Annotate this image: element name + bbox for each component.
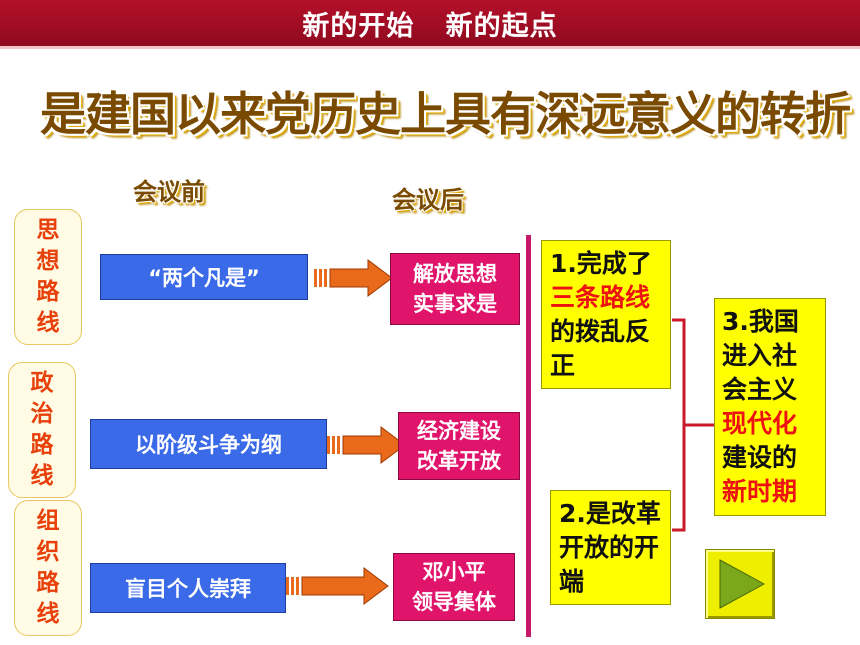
after-text-line: 领导集体: [412, 590, 496, 614]
result-1-suffix: 的拨乱反正: [550, 317, 651, 380]
after-box-politics: 经济建设 改革开放: [398, 412, 520, 480]
before-text: 盲目个人崇拜: [125, 577, 251, 601]
row-label-organization: 组 织 路 线: [14, 500, 82, 636]
row-label-char: 想: [36, 248, 60, 274]
before-box-politics: 以阶级斗争为纲: [90, 419, 327, 469]
result-3-highlight-2: 新时期: [722, 477, 798, 506]
row-label-char: 线: [36, 601, 60, 627]
row-label-char: 路: [36, 279, 60, 305]
after-text-line: 改革开放: [417, 449, 501, 473]
after-box-organization: 邓小平 领导集体: [393, 553, 515, 621]
row-label-char: 路: [30, 432, 54, 458]
before-text: 以阶级斗争为纲: [135, 433, 282, 457]
header-bar: 新的开始 新的起点: [0, 0, 860, 49]
row-label-char: 组: [36, 508, 60, 534]
main-title: 是建国以来党历史上具有深远意义的转折: [40, 87, 851, 141]
row-label-ideology: 思 想 路 线: [14, 209, 82, 345]
row-label-char: 织: [36, 539, 60, 565]
row-label-politics: 政 治 路 线: [8, 362, 76, 498]
after-text-line: 邓小平: [422, 560, 486, 584]
row-label-char: 思: [36, 217, 60, 243]
after-text-line: 经济建设: [417, 419, 501, 443]
play-icon: [719, 559, 766, 609]
header-title: 新的开始 新的起点: [302, 10, 558, 42]
after-text-line: 实事求是: [413, 292, 497, 316]
result-3-prefix: 3.我国进入社会主义: [722, 307, 799, 404]
column-label-before: 会议前: [133, 178, 205, 206]
result-box-2: 2.是改革开放的开端: [550, 490, 671, 605]
next-slide-button[interactable]: [705, 549, 775, 619]
before-text: “两个凡是”: [148, 266, 260, 290]
result-3-middle: 建设的: [722, 443, 798, 472]
divider-line: [526, 235, 531, 637]
right-arrow-icon: [327, 426, 406, 464]
result-box-3: 3.我国进入社会主义现代化建设的新时期: [714, 298, 826, 516]
result-1-highlight: 三条路线: [550, 283, 651, 312]
after-box-ideology: 解放思想 实事求是: [390, 253, 520, 325]
result-2-text: 2.是改革开放的开端: [559, 499, 661, 596]
row-label-char: 治: [30, 401, 54, 427]
result-box-1: 1.完成了三条路线的拨乱反正: [541, 240, 671, 389]
column-label-after: 会议后: [392, 186, 464, 214]
row-label-char: 线: [30, 463, 54, 489]
row-label-char: 线: [36, 310, 60, 336]
bracket-connector: [672, 318, 714, 532]
before-box-ideology: “两个凡是”: [100, 254, 308, 300]
result-3-highlight-1: 现代化: [722, 409, 798, 438]
right-arrow-icon: [314, 259, 393, 297]
after-text-line: 解放思想: [413, 262, 497, 286]
row-label-char: 政: [30, 370, 54, 396]
result-1-prefix: 1.完成了: [550, 249, 652, 278]
row-label-char: 路: [36, 570, 60, 596]
before-box-organization: 盲目个人崇拜: [90, 563, 286, 613]
right-arrow-icon: [286, 567, 389, 605]
